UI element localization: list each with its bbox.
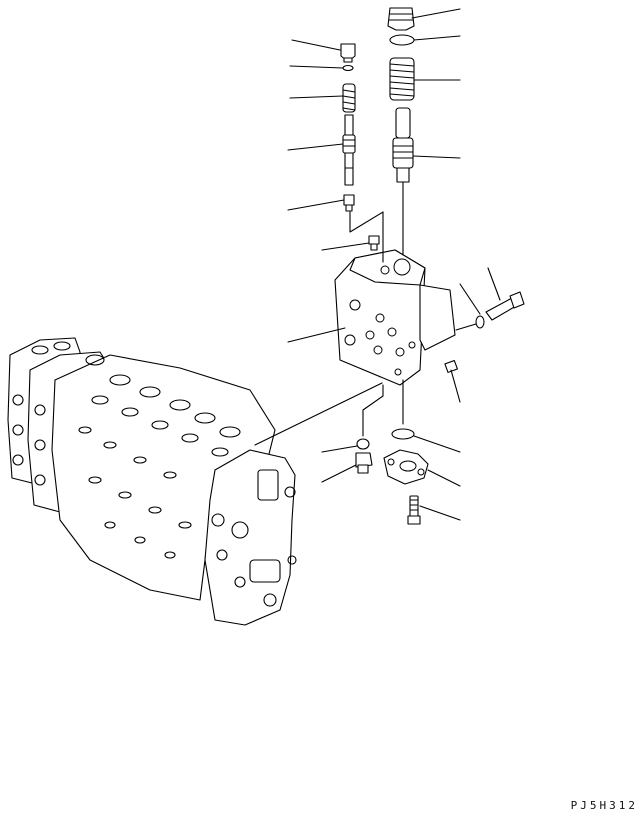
spool-small-left xyxy=(342,114,356,186)
valve-section-body xyxy=(334,249,456,386)
spring-small-left xyxy=(342,83,356,113)
bolt-lower xyxy=(407,495,421,525)
spring-large-right xyxy=(389,57,415,101)
assembly-guide-line-lower-left xyxy=(362,384,384,437)
assembly-guide-line-bolt xyxy=(455,323,477,331)
o-ring-top-right xyxy=(389,34,415,46)
plug-lower-left xyxy=(355,452,373,474)
fitting-small-left xyxy=(343,194,355,212)
callout-leaders xyxy=(287,8,501,521)
assembly-leader-line xyxy=(254,382,383,446)
o-ring-lower-left xyxy=(356,438,370,450)
spool-large-right xyxy=(392,107,414,183)
plug-upper-left xyxy=(340,43,356,63)
o-ring-small-left xyxy=(342,64,354,72)
assembly-guide-line-left xyxy=(349,211,384,263)
plug-top-right xyxy=(387,7,415,31)
flange-lower xyxy=(383,449,429,485)
o-ring-lower-right xyxy=(391,428,415,440)
bolt-right xyxy=(485,291,525,321)
plug-side-right xyxy=(444,359,458,373)
washer-right xyxy=(475,315,485,329)
main-control-valve-body xyxy=(7,337,297,626)
plug-center xyxy=(368,235,380,251)
drawing-code: PJ5H312 xyxy=(570,799,638,812)
